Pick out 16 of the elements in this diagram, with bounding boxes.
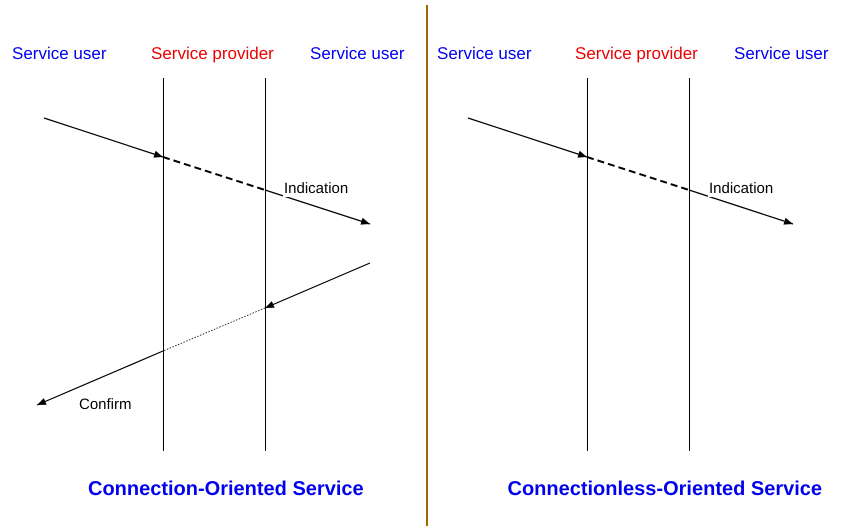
lifeline-header: Service user (734, 44, 828, 64)
message-arrow (44, 117, 164, 158)
message-arrow (586, 156, 794, 225)
message-arrow (264, 262, 370, 309)
lifeline-header: Service user (12, 44, 106, 64)
message-arrow (36, 308, 266, 406)
lifeline-header: Service user (310, 44, 404, 64)
edge-label: Indication (708, 180, 774, 197)
lifeline-header: Service provider (151, 44, 274, 64)
message-arrow (468, 117, 588, 158)
edge-label: Indication (283, 180, 350, 197)
message-arrow (162, 156, 370, 225)
panel-caption: Connection-Oriented Service (88, 478, 364, 501)
lifeline-header: Service user (437, 44, 532, 64)
panel-caption: Connectionless-Oriented Service (508, 478, 822, 501)
lifeline-header: Service provider (575, 44, 698, 64)
